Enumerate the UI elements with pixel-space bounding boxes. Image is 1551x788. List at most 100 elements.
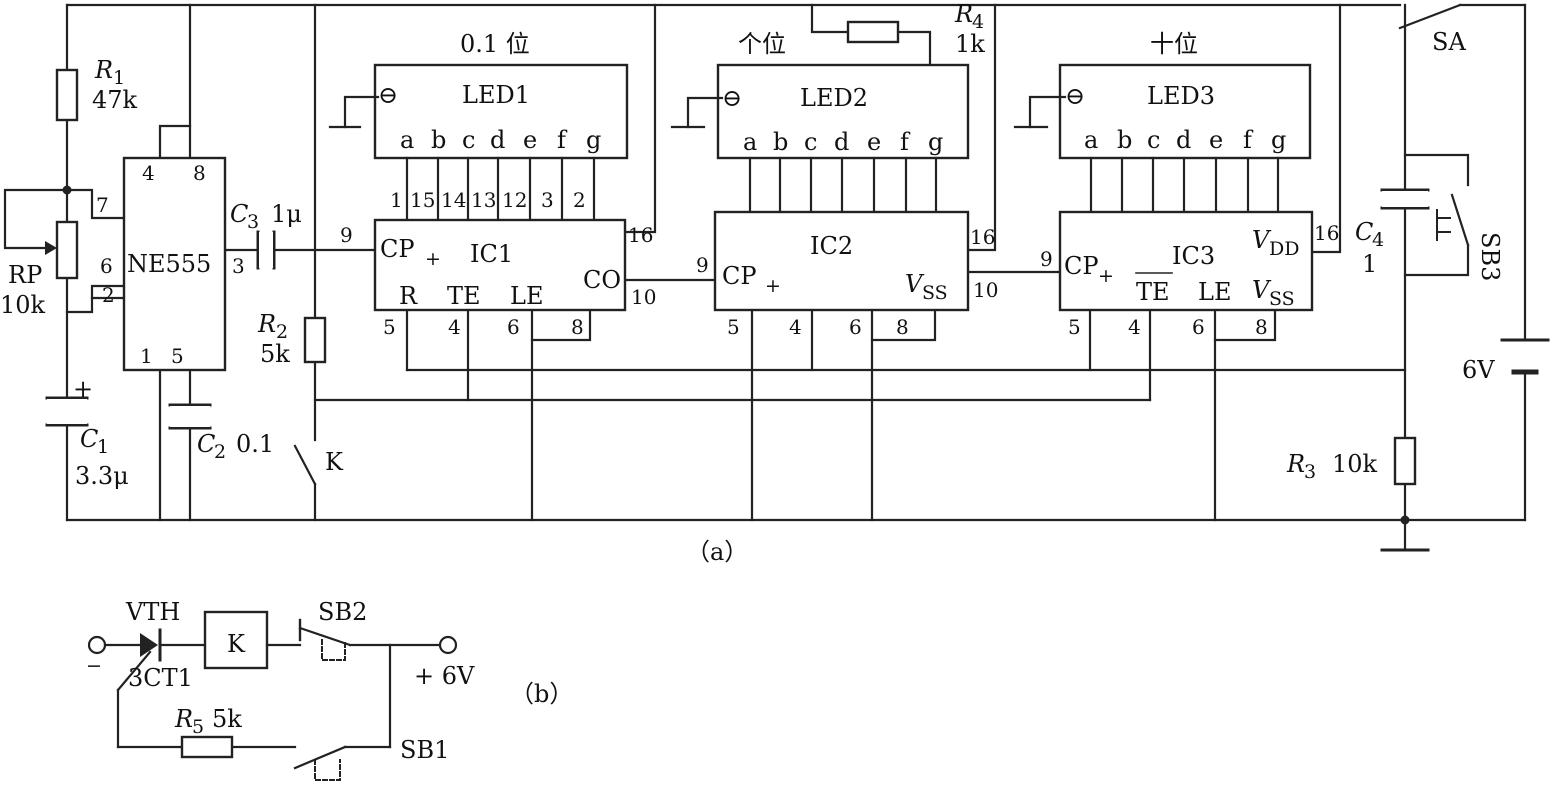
ic1-chip bbox=[373, 218, 627, 312]
ic2-name: IC2 bbox=[810, 232, 853, 260]
ic1-cp: CP bbox=[380, 235, 415, 263]
led1-connections bbox=[405, 156, 596, 222]
battery-value: 6V bbox=[1462, 356, 1495, 384]
led1-minus-icon: ⊖ bbox=[378, 81, 398, 109]
seg-label: c bbox=[462, 126, 475, 154]
seg-label: b bbox=[431, 126, 446, 154]
ic3-le: LE bbox=[1198, 278, 1231, 306]
r2-value: 5k bbox=[260, 340, 290, 368]
ne555-pin1: 1 bbox=[140, 344, 153, 368]
seg-pin: 2 bbox=[573, 188, 586, 212]
ic1-pin10: 10 bbox=[631, 285, 656, 309]
seg-label: e bbox=[1209, 126, 1223, 154]
c2-sub: 2 bbox=[214, 441, 226, 463]
ic3-cp-sub: + bbox=[1098, 265, 1114, 287]
seg-label: c bbox=[1147, 126, 1160, 154]
r5-value: 5k bbox=[212, 705, 242, 733]
thyristor-type: 3CT1 bbox=[128, 664, 193, 692]
r1-value: 47k bbox=[92, 86, 138, 114]
ne555-pin4: 4 bbox=[142, 161, 155, 185]
r3-value: 10k bbox=[1332, 450, 1378, 478]
r4-name: R bbox=[954, 0, 973, 28]
ic2-cp-sub: + bbox=[765, 275, 781, 297]
ic2-pin8: 8 bbox=[896, 315, 909, 339]
ic3-pin6: 6 bbox=[1192, 315, 1205, 339]
ic3-name: IC3 bbox=[1172, 242, 1215, 270]
ic2-pin6: 6 bbox=[849, 315, 862, 339]
ic2-cp: CP bbox=[722, 262, 757, 290]
led3-connections bbox=[1089, 156, 1280, 214]
led2-name: LED2 bbox=[800, 84, 868, 112]
seg-label: b bbox=[773, 128, 788, 156]
ne555-pin8: 8 bbox=[193, 161, 206, 185]
ic3-pin4: 4 bbox=[1128, 315, 1141, 339]
ic1-le: LE bbox=[510, 282, 543, 310]
seg-label: g bbox=[1271, 126, 1286, 154]
led1-display bbox=[373, 63, 629, 160]
r3-sub: 3 bbox=[1304, 461, 1316, 483]
seg-label: f bbox=[557, 126, 568, 154]
r1-name: R bbox=[94, 56, 113, 84]
led2-minus-icon: ⊖ bbox=[722, 84, 742, 112]
seg-label: d bbox=[490, 126, 505, 154]
seg-pin: 12 bbox=[502, 188, 527, 212]
seg-label: g bbox=[586, 126, 601, 154]
ic2-vss: V bbox=[905, 270, 925, 298]
capacitor-c4 bbox=[1382, 191, 1428, 207]
rp-wiper-arrow bbox=[45, 241, 57, 255]
led3-segments: a b c d e f g bbox=[1084, 126, 1286, 154]
ic3-pin5: 5 bbox=[1068, 315, 1081, 339]
rp-name: RP bbox=[8, 261, 42, 289]
seg-pin: 1 bbox=[390, 188, 403, 212]
ic3-vss-sub: SS bbox=[1269, 288, 1295, 310]
ic3-vss: V bbox=[1252, 276, 1272, 304]
led3-name: LED3 bbox=[1147, 82, 1215, 110]
seg-label: b bbox=[1117, 126, 1132, 154]
ne555-pin6: 6 bbox=[100, 254, 113, 278]
ic3-te: TE bbox=[1136, 278, 1170, 306]
c2-name: C bbox=[197, 430, 215, 458]
sb3-label: SB3 bbox=[1476, 232, 1504, 281]
ic1-name: IC1 bbox=[470, 240, 513, 268]
c2-value: 0.1 bbox=[236, 430, 274, 458]
ic3-pin16: 16 bbox=[1314, 221, 1339, 245]
r5-name: R bbox=[174, 705, 193, 733]
seg-label: g bbox=[928, 128, 943, 156]
ic1-pin4: 4 bbox=[448, 315, 461, 339]
seg-pin: 15 bbox=[410, 188, 435, 212]
ic1-pin16: 16 bbox=[628, 223, 653, 247]
ne555-pin7: 7 bbox=[96, 193, 109, 217]
r5-sub: 5 bbox=[192, 716, 204, 738]
sa-label: SA bbox=[1432, 28, 1466, 56]
led3-minus-icon: ⊖ bbox=[1065, 82, 1085, 110]
seg-label: d bbox=[1176, 126, 1191, 154]
ic1-te: TE bbox=[447, 282, 481, 310]
ne555-pin2: 2 bbox=[102, 283, 115, 307]
seg-label: c bbox=[804, 128, 817, 156]
minus-terminal: − bbox=[86, 655, 102, 677]
r2-sub: 2 bbox=[276, 321, 288, 343]
resistor-r1 bbox=[55, 68, 79, 122]
ic1-pin8: 8 bbox=[571, 315, 584, 339]
supply-label: + 6V bbox=[414, 662, 475, 690]
switch-k bbox=[293, 444, 317, 486]
ne555-pin5: 5 bbox=[171, 344, 184, 368]
c1-plus: + bbox=[73, 375, 93, 403]
r1-sub: 1 bbox=[113, 67, 125, 89]
capacitor-c3 bbox=[259, 232, 273, 268]
digit3-title: 十位 bbox=[1150, 30, 1198, 58]
led2-connections bbox=[748, 156, 938, 214]
ic1-r: R bbox=[399, 282, 418, 310]
circuit-b bbox=[87, 610, 458, 781]
ic3-pin9: 9 bbox=[1040, 247, 1053, 271]
ic2-pin5: 5 bbox=[727, 315, 740, 339]
relay-k-label: K bbox=[227, 630, 246, 658]
wires-a bbox=[3, 3, 1527, 552]
r4-value: 1k bbox=[955, 30, 985, 58]
c4-name: C bbox=[1355, 218, 1373, 246]
caption-b: （b） bbox=[510, 680, 573, 708]
capacitor-c2 bbox=[170, 406, 210, 427]
c1-value: 3.3μ bbox=[75, 462, 129, 490]
r2-name: R bbox=[257, 310, 276, 338]
